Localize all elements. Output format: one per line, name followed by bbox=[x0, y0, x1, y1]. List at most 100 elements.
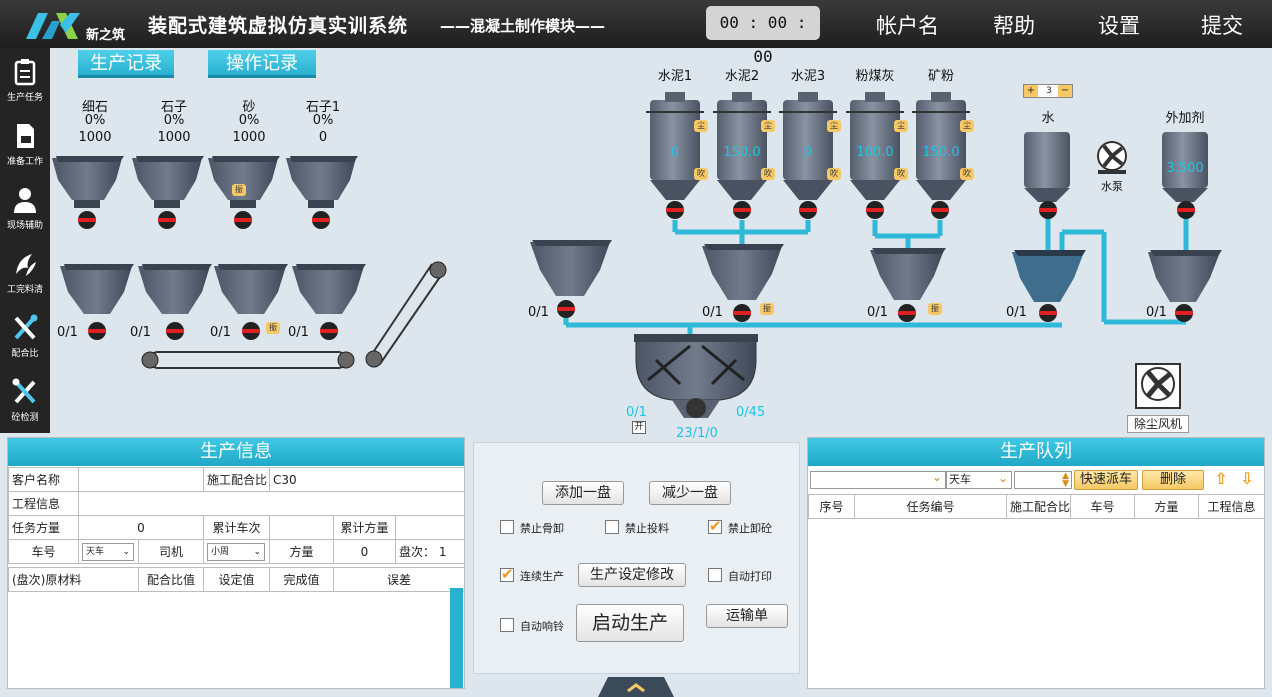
aggregate-bin bbox=[52, 156, 124, 208]
blow-button[interactable]: 吹 bbox=[827, 168, 841, 180]
blow-button[interactable]: 吹 bbox=[694, 168, 708, 180]
aggregate-amount: 1000 bbox=[157, 130, 191, 145]
modify-settings-button[interactable]: 生产设定修改 bbox=[578, 563, 686, 587]
mixer-right-ratio: 0/45 bbox=[736, 405, 766, 420]
dust-button[interactable]: 尘 bbox=[960, 120, 974, 132]
aggregate-percent: 0% bbox=[312, 113, 334, 128]
dust-fan-label[interactable]: 除尘风机 bbox=[1127, 415, 1189, 433]
sidebar-item-label: 砼检测 bbox=[11, 413, 39, 423]
checkbox-label: 禁止卸砼 bbox=[728, 522, 772, 535]
silo-value: 150.0 bbox=[723, 145, 761, 160]
checkbox-box[interactable] bbox=[500, 565, 514, 583]
driver-select-value: 小周 bbox=[211, 546, 230, 557]
dust-button[interactable]: 尘 bbox=[827, 120, 841, 132]
submit-button[interactable]: 提交 bbox=[1201, 14, 1243, 38]
vibrate-button[interactable]: 振 bbox=[760, 303, 774, 315]
task-select[interactable]: ⌄ bbox=[810, 470, 946, 489]
sidebar-item-concrete-test[interactable]: 砼检测 bbox=[0, 372, 50, 436]
aggregate-bin bbox=[132, 156, 204, 208]
project-value[interactable] bbox=[78, 491, 465, 516]
dust-button[interactable]: 尘 bbox=[761, 120, 775, 132]
cement-silo bbox=[646, 92, 970, 200]
blow-button[interactable]: 吹 bbox=[960, 168, 974, 180]
dust-button[interactable]: 尘 bbox=[694, 120, 708, 132]
open-gate-button[interactable]: 开 bbox=[632, 421, 646, 434]
checkbox-box[interactable] bbox=[605, 520, 619, 534]
checkbox-box[interactable] bbox=[500, 520, 514, 534]
vibrate-button[interactable]: 振 bbox=[266, 322, 280, 334]
checkbox-box[interactable] bbox=[500, 618, 514, 632]
customer-label: 客户名称 bbox=[8, 467, 79, 492]
aggregate-percent: 0% bbox=[163, 113, 185, 128]
vibrate-button[interactable]: 振 bbox=[928, 303, 942, 315]
hopper-ratio: 0/1 bbox=[130, 325, 151, 340]
sidebar-item-mix-ratio[interactable]: 配合比 bbox=[0, 308, 50, 372]
cum-qty-label: 累计方量 bbox=[333, 515, 396, 540]
plus-button[interactable]: + bbox=[1024, 85, 1038, 97]
account-button[interactable]: 帐户名 bbox=[876, 14, 939, 38]
vibrate-button[interactable]: 振 bbox=[232, 184, 246, 196]
help-button[interactable]: 帮助 bbox=[993, 14, 1035, 38]
tab-operation-record[interactable]: 操作记录 bbox=[208, 50, 316, 78]
document-icon bbox=[17, 124, 34, 148]
scale-gate bbox=[557, 300, 1193, 322]
logo-text: 新之筑 bbox=[86, 28, 126, 43]
weigh-hopper bbox=[60, 264, 366, 314]
broom-icon bbox=[16, 254, 36, 276]
pump-label: 水泵 bbox=[1101, 180, 1123, 193]
scale-ratio: 0/1 bbox=[1146, 305, 1167, 320]
person-icon bbox=[14, 188, 36, 213]
tab-production-record[interactable]: 生产记录 bbox=[78, 50, 174, 78]
cum-trips-value bbox=[269, 515, 334, 540]
sidebar-item-label: 工完料清 bbox=[6, 285, 43, 295]
task-qty-value: 0 bbox=[78, 515, 204, 540]
material-table-header: (盘次)原材料配合比值设定值完成值误差 bbox=[8, 567, 465, 592]
water-stepper[interactable]: + 3 − bbox=[1023, 84, 1073, 98]
app-logo: 新之筑 bbox=[22, 7, 132, 43]
scale-hopper bbox=[530, 240, 1222, 302]
panel-title: 生产队列 bbox=[808, 438, 1264, 466]
checkbox-label: 自动响铃 bbox=[520, 620, 564, 633]
move-up-arrow-icon[interactable]: ⇧ bbox=[1214, 469, 1228, 488]
hopper-ratio: 0/1 bbox=[210, 325, 231, 340]
tools-icon bbox=[14, 314, 38, 340]
truck-select-cell: 天车⌄ bbox=[78, 539, 139, 564]
sidebar: 生产任务 准备工作 现场辅助 工完料清 配合比 bbox=[0, 48, 50, 433]
mixer-left-ratio: 0/1 bbox=[626, 405, 647, 420]
truck-filter-select[interactable]: 天车⌄ bbox=[946, 471, 1012, 489]
blow-button[interactable]: 吹 bbox=[761, 168, 775, 180]
checkbox-box[interactable] bbox=[708, 517, 722, 535]
transport-note-button[interactable]: 运输单 bbox=[706, 604, 788, 628]
sidebar-item-preparation[interactable]: 准备工作 bbox=[0, 116, 50, 180]
checkbox-box[interactable] bbox=[708, 568, 722, 582]
truck-label: 车号 bbox=[8, 539, 79, 564]
driver-select-cell: 小周⌄ bbox=[203, 539, 270, 564]
checkbox-label: 禁止骨卸 bbox=[520, 522, 564, 535]
remove-batch-button[interactable]: 减少一盘 bbox=[649, 481, 731, 505]
quick-dispatch-button[interactable]: 快速派车 bbox=[1074, 470, 1138, 490]
truck-select[interactable]: 天车⌄ bbox=[82, 542, 134, 561]
sidebar-item-cleanup[interactable]: 工完料清 bbox=[0, 244, 50, 308]
silo-name: 水泥3 bbox=[790, 69, 826, 84]
chevron-down-icon: ⌄ bbox=[931, 470, 942, 484]
cum-trips-label: 累计车次 bbox=[203, 515, 270, 540]
aggregate-bin bbox=[208, 156, 280, 208]
chevron-down-icon: ⌄ bbox=[122, 546, 130, 557]
scrollbar[interactable] bbox=[450, 588, 463, 688]
sidebar-item-production-task[interactable]: 生产任务 bbox=[0, 52, 50, 116]
minus-button[interactable]: − bbox=[1058, 85, 1072, 97]
silo-value: 0 bbox=[670, 145, 680, 160]
start-production-button[interactable]: 启动生产 bbox=[576, 604, 684, 642]
driver-select[interactable]: 小周⌄ bbox=[207, 542, 265, 561]
dust-button[interactable]: 尘 bbox=[894, 120, 908, 132]
move-down-arrow-icon[interactable]: ⇩ bbox=[1240, 469, 1254, 488]
chevron-up-icon bbox=[627, 683, 645, 693]
blow-button[interactable]: 吹 bbox=[894, 168, 908, 180]
settings-button[interactable]: 设置 bbox=[1098, 14, 1140, 38]
customer-value[interactable] bbox=[78, 467, 204, 492]
delete-button[interactable]: 删除 bbox=[1142, 470, 1204, 490]
collapse-tab[interactable] bbox=[586, 675, 686, 697]
add-batch-button[interactable]: 添加一盘 bbox=[542, 481, 624, 505]
sidebar-item-site-assist[interactable]: 现场辅助 bbox=[0, 180, 50, 244]
quantity-stepper[interactable]: ▲▼ bbox=[1014, 471, 1072, 489]
